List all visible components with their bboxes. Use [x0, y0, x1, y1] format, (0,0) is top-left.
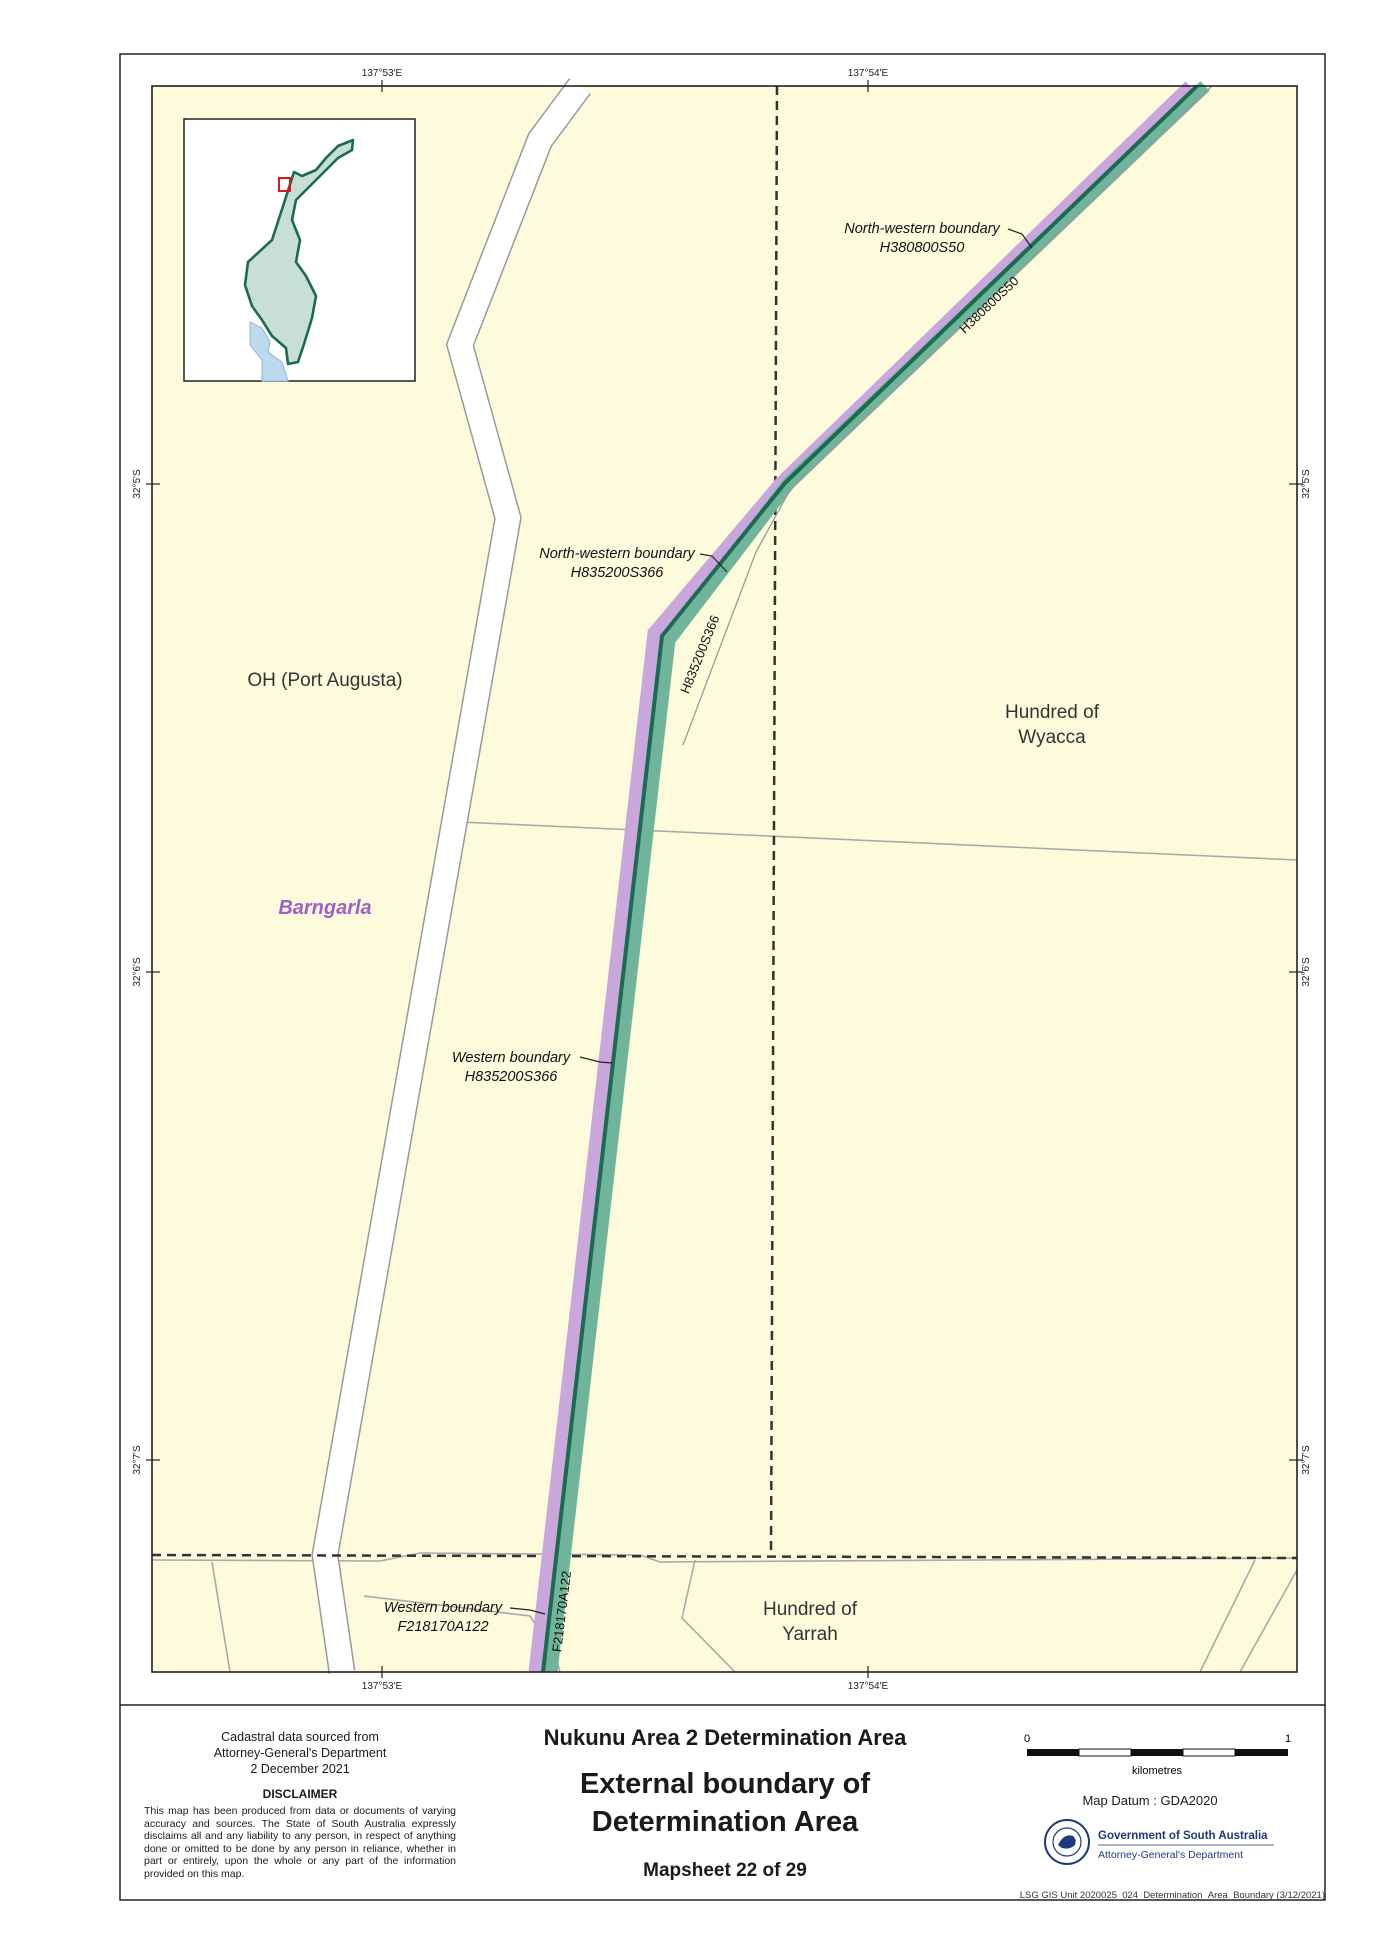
map-datum: Map Datum : GDA2020 — [1082, 1793, 1218, 1808]
parcel-line-se-1 — [1199, 1559, 1256, 1673]
leader-w1 — [579, 1056, 613, 1064]
nw2-label-line2: H835200S366 — [571, 565, 665, 581]
parcel-line-east-west — [459, 821, 1298, 861]
label-barngarla: Barngarla — [278, 897, 371, 919]
disclaimer-title: DISCLAIMER — [262, 1787, 338, 1801]
map-title: External boundary of Determination Area — [495, 1765, 955, 1841]
source-date: 2 December 2021 — [250, 1762, 350, 1776]
label-oh-port-augusta: OH (Port Augusta) — [247, 670, 402, 691]
label-hundred-wyacca-2: Wyacca — [1018, 727, 1086, 748]
parcel-line-se-2 — [1239, 1569, 1298, 1673]
leader-nw1 — [1007, 228, 1033, 249]
determination-area-title: Nukunu Area 2 Determination Area — [543, 1725, 907, 1750]
disclaimer-text: This map has been produced from data or … — [144, 1805, 456, 1880]
scale-unit-label: kilometres — [1132, 1765, 1183, 1777]
hundred-boundary-north-south — [769, 85, 779, 1557]
scale-segment-4 — [1182, 1748, 1236, 1757]
grat-bottom-2: 137°54'E — [848, 1681, 889, 1692]
w2-label-line1: Western boundary — [384, 1600, 503, 1616]
data-source: Cadastral data sourced from Attorney-Gen… — [140, 1729, 460, 1777]
leader-nw2 — [699, 553, 728, 573]
scale-end-label: 1 — [1285, 1733, 1291, 1745]
inset-map — [183, 118, 416, 382]
grat-left-3: 32°7'S — [132, 1445, 143, 1475]
grat-top-2: 137°54'E — [848, 68, 889, 79]
gov-line1: Government of South Australia — [1098, 1830, 1268, 1842]
hundred-boundary-east-west — [151, 1553, 1298, 1560]
inset-water-gulf — [249, 321, 289, 382]
grat-right-2: 32°6'S — [1301, 957, 1312, 987]
label-hundred-yarrah-1: Hundred of — [763, 1599, 858, 1620]
sa-crest-inner-icon — [1052, 1827, 1082, 1857]
government-logo: Government of South Australia Attorney-G… — [1044, 1819, 1274, 1865]
production-credit: LSG GIS Unit 2020025_024_Determination_A… — [1019, 1890, 1325, 1901]
determination-boundary-line — [541, 84, 1199, 1673]
scale-segment-2 — [1078, 1748, 1132, 1757]
w1-label-line2: H835200S366 — [465, 1069, 559, 1085]
mapsheet-number: Mapsheet 22 of 29 — [643, 1860, 807, 1881]
grat-bottom-1: 137°53'E — [362, 1681, 403, 1692]
scale-start-label: 0 — [1024, 1733, 1030, 1745]
buffer-outline — [682, 85, 1213, 746]
boundary-labels: North-western boundary H380800S50 North-… — [384, 221, 1001, 1635]
nw2-label-line1: North-western boundary — [539, 546, 695, 562]
source-line2: Attorney-General's Department — [213, 1746, 387, 1760]
sheet-frame — [119, 53, 1326, 1901]
scale-segment-3 — [1131, 1749, 1183, 1756]
barngarla-boundary-band — [528, 81, 1195, 1673]
label-hundred-wyacca-1: Hundred of — [1005, 702, 1100, 723]
hundred-boundaries — [151, 85, 1298, 1560]
map-title-line2: Determination Area — [591, 1806, 859, 1838]
gov-line2: Attorney-General's Department — [1098, 1849, 1243, 1861]
road-corridor — [312, 78, 590, 1674]
map-neatline — [151, 85, 1298, 1673]
title-block: Cadastral data sourced from Attorney-Gen… — [120, 1705, 1325, 1900]
grat-right-3: 32°7'S — [1301, 1445, 1312, 1475]
grat-right-1: 32°5'S — [1301, 469, 1312, 499]
nw1-label-line2: H380800S50 — [880, 240, 965, 256]
parcel-line-south-2 — [681, 1559, 736, 1673]
scale-segment-1 — [1027, 1749, 1079, 1756]
region-labels: OH (Port Augusta) Barngarla Hundred of W… — [247, 670, 1099, 1645]
leader-lines — [509, 228, 1033, 1615]
graticule-labels: 137°53'E 137°54'E 137°53'E 137°54'E 32°5… — [132, 68, 1312, 1692]
w1-label-line1: Western boundary — [452, 1050, 571, 1066]
parcel-lines — [151, 821, 1298, 1673]
source-line1: Cadastral data sourced from — [221, 1730, 379, 1744]
graticule-ticks — [146, 80, 1303, 1678]
scale-bar: 0 1 kilometres — [1024, 1733, 1291, 1777]
grat-left-1: 32°5'S — [132, 469, 143, 499]
inset-location-marker — [278, 177, 291, 192]
nw1-label-line1: North-western boundary — [844, 221, 1000, 237]
map-frame: North-western boundary H380800S50 North-… — [151, 77, 1298, 1674]
leader-w2 — [509, 1607, 546, 1615]
map-title-line1: External boundary of — [579, 1768, 871, 1800]
scale-segment-5 — [1235, 1749, 1288, 1756]
inset-determination-area — [243, 138, 355, 366]
grat-top-1: 137°53'E — [362, 68, 403, 79]
grat-left-2: 32°6'S — [132, 957, 143, 987]
w2-label-line2: F218170A122 — [397, 1619, 488, 1635]
parcel-line-lower-south — [151, 1552, 1298, 1563]
piping-shrike-icon — [1058, 1835, 1076, 1849]
parcel-line-sw-1 — [211, 1561, 231, 1673]
label-hundred-yarrah-2: Yarrah — [782, 1624, 838, 1645]
determination-boundary-buffer — [544, 81, 1210, 1673]
